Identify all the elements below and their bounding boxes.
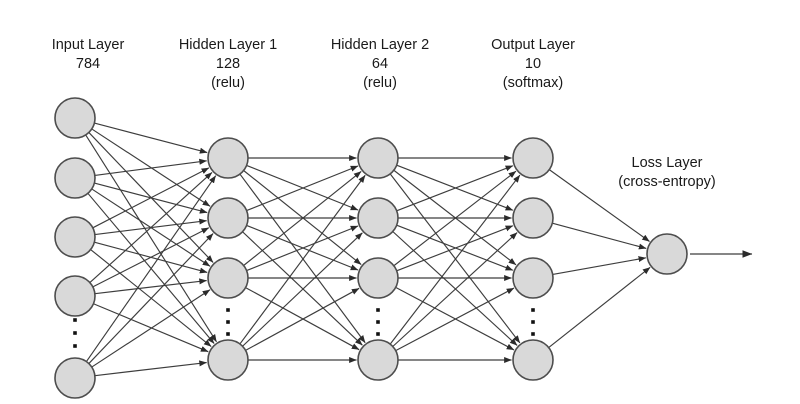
nodes-group bbox=[54, 97, 688, 399]
neuron-node-hidden2[interactable] bbox=[357, 137, 399, 179]
connection-edge bbox=[243, 170, 362, 266]
connection-edge bbox=[396, 165, 514, 212]
connection-edge bbox=[89, 171, 213, 284]
ellipsis-group bbox=[73, 308, 535, 348]
connection-edge bbox=[395, 287, 515, 352]
ellipsis-dot bbox=[226, 320, 230, 324]
connection-edge bbox=[239, 173, 366, 344]
connection-edge bbox=[548, 169, 650, 242]
neuron-node-hidden1[interactable] bbox=[207, 137, 249, 179]
layer-label-line: (relu) bbox=[211, 75, 245, 91]
ellipsis-dot bbox=[73, 318, 77, 322]
layer-label-line: (softmax) bbox=[503, 75, 563, 91]
neuron-node-input[interactable] bbox=[54, 97, 96, 139]
layer-label-line: Input Layer bbox=[52, 37, 125, 53]
layer-label-loss: Loss Layer (cross-entropy) bbox=[618, 155, 716, 190]
neuron-node-input[interactable] bbox=[54, 216, 96, 258]
connection-edge bbox=[88, 233, 214, 364]
neuron-node-output[interactable] bbox=[512, 339, 554, 381]
connection-edge bbox=[392, 232, 518, 347]
connection-edge bbox=[246, 225, 359, 272]
ellipsis-dot bbox=[531, 332, 535, 336]
connection-edge bbox=[85, 134, 217, 343]
neuron-node-hidden1[interactable] bbox=[207, 197, 249, 239]
connection-edge bbox=[92, 167, 210, 229]
neuron-node-hidden1[interactable] bbox=[207, 339, 249, 381]
connection-edge bbox=[85, 175, 217, 362]
connection-edge bbox=[552, 256, 647, 276]
ellipsis-dot bbox=[531, 308, 535, 312]
connection-edge bbox=[94, 122, 208, 154]
connection-edge bbox=[393, 170, 517, 267]
edges-group bbox=[85, 122, 651, 377]
layer-label-hidden2: Hidden Layer 2 64 (relu) bbox=[331, 37, 429, 91]
neuron-node-input[interactable] bbox=[54, 357, 96, 399]
neuron-node-hidden2[interactable] bbox=[357, 257, 399, 299]
ellipsis-dot bbox=[226, 308, 230, 312]
ellipsis-dot bbox=[73, 344, 77, 348]
connection-edge bbox=[548, 266, 651, 349]
layer-label-line: Output Layer bbox=[491, 37, 575, 53]
layer-label-line: Loss Layer bbox=[632, 155, 703, 171]
neuron-node-output[interactable] bbox=[512, 257, 554, 299]
connection-edge bbox=[552, 222, 647, 250]
connection-edge bbox=[389, 174, 521, 345]
neuron-node-loss[interactable] bbox=[646, 233, 688, 275]
layer-label-output: Output Layer 10 (softmax) bbox=[491, 37, 575, 91]
ellipsis-dot bbox=[376, 332, 380, 336]
layer-label-line: Hidden Layer 1 bbox=[179, 37, 277, 53]
layer-label-line: Hidden Layer 2 bbox=[331, 37, 429, 53]
connection-edge bbox=[239, 174, 366, 345]
layer-label-line: (relu) bbox=[363, 75, 397, 91]
ellipsis-dot bbox=[376, 320, 380, 324]
neuron-node-hidden2[interactable] bbox=[357, 339, 399, 381]
ellipsis-dot bbox=[376, 308, 380, 312]
neuron-node-output[interactable] bbox=[512, 137, 554, 179]
layer-label-line: (cross-entropy) bbox=[618, 174, 716, 190]
connection-edge bbox=[245, 287, 360, 351]
connection-edge bbox=[389, 173, 521, 344]
ellipsis-dot bbox=[73, 331, 77, 335]
connection-edge bbox=[94, 360, 207, 377]
connection-edge bbox=[94, 278, 207, 295]
layer-label-line: 10 bbox=[525, 56, 541, 72]
neuron-node-hidden2[interactable] bbox=[357, 197, 399, 239]
layer-label-line: 784 bbox=[76, 56, 100, 72]
layer-label-line: 128 bbox=[216, 56, 240, 72]
connection-edge bbox=[91, 289, 211, 368]
connection-edge bbox=[94, 158, 207, 176]
connection-edge bbox=[242, 232, 363, 347]
connection-edge bbox=[92, 227, 210, 288]
layer-label-hidden1: Hidden Layer 1 128 (relu) bbox=[179, 37, 277, 91]
ellipsis-dot bbox=[531, 320, 535, 324]
neuron-node-input[interactable] bbox=[54, 157, 96, 199]
layer-label-input: Input Layer 784 bbox=[52, 37, 125, 72]
connection-edge bbox=[396, 225, 514, 272]
layer-label-line: 64 bbox=[372, 56, 388, 72]
connection-edge bbox=[245, 287, 360, 351]
ellipsis-dot bbox=[226, 332, 230, 336]
connection-edge bbox=[246, 165, 359, 212]
connection-edge bbox=[93, 303, 209, 353]
neuron-node-output[interactable] bbox=[512, 197, 554, 239]
neuron-node-hidden1[interactable] bbox=[207, 257, 249, 299]
neuron-node-input[interactable] bbox=[54, 275, 96, 317]
connection-edge bbox=[395, 286, 515, 351]
